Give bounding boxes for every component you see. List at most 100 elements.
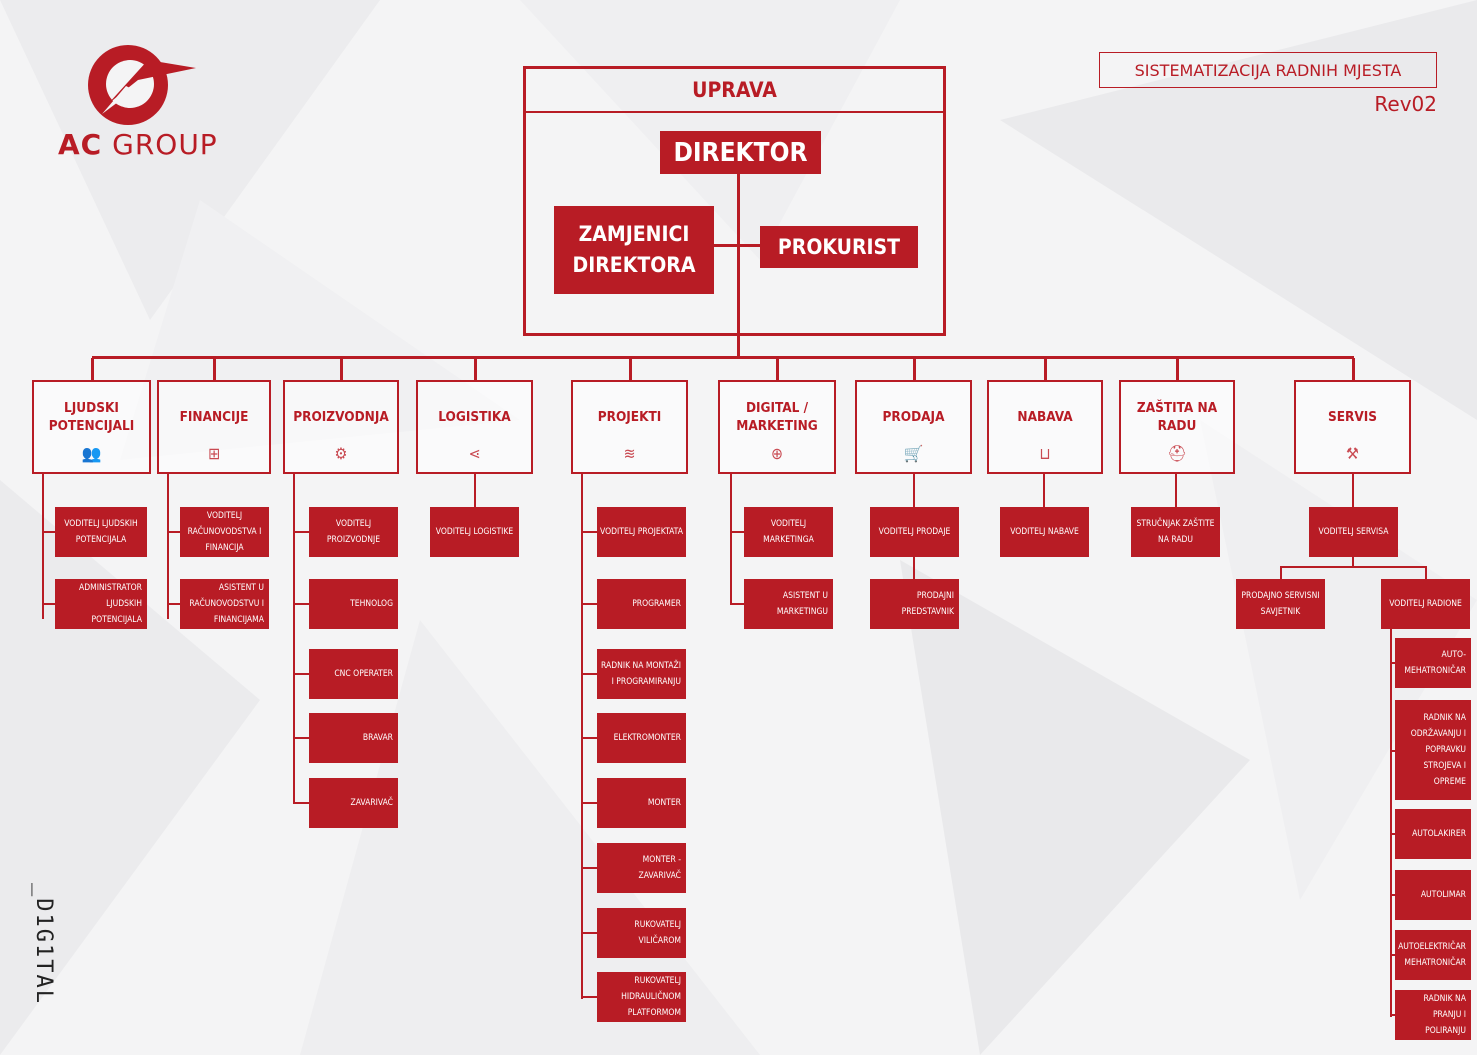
department-bus [92,356,1354,359]
role-box: ADMINISTRATOR LJUDSKIH POTENCIJALA [55,579,147,629]
role-link [913,474,915,507]
role-branch [293,802,309,804]
department-connector [1351,358,1355,380]
role-link [1425,566,1427,579]
role-branch [293,673,309,675]
role-box: VODITELJ NABAVE [1000,507,1089,557]
gears-icon: ⚙ [334,444,348,463]
role-branch [581,802,597,804]
page-title: SISTEMATIZACIJA RADNIH MJESTA [1099,52,1437,88]
department-label: PROJEKTI [597,408,662,425]
department-label: ZAŠTITA NA RADU [1136,399,1218,434]
role-box: MONTER [597,778,686,828]
role-branch [581,737,597,739]
role-box: RUKOVATELJ VILIČAROM [597,908,686,958]
department-label: DIGITAL / MARKETING [736,399,818,434]
layers-icon: ≋ [623,444,636,463]
company-logo: AC GROUP [58,40,218,170]
role-branch [581,996,597,998]
logo-text-group: GROUP [112,128,218,161]
role-box: VODITELJ PROJEKTATA [597,507,686,557]
role-box: VODITELJ LJUDSKIH POTENCIJALA [55,507,147,557]
role-link [1280,566,1282,579]
role-connector [1390,627,1392,1017]
role-branch [730,531,744,533]
cart-icon: 🛒 [903,444,924,463]
people-icon: 👥 [81,444,102,463]
role-connector [730,474,732,604]
role-connector [581,474,583,999]
department-connector [1176,358,1179,380]
role-branch [167,603,180,605]
department-box-4 [416,380,533,474]
role-link [1043,474,1045,507]
helmet-icon: ⛑ [1167,444,1188,463]
role-box: CNC OPERATER [309,649,398,699]
globe-icon: ⊕ [770,444,784,463]
role-connector [293,474,295,804]
role-box: TEHNOLOG [309,579,398,629]
logo-text-ac: AC [58,128,103,161]
prokurist-box: PROKURIST [760,226,918,268]
department-label: LOGISTIKA [438,408,511,425]
share-icon: ⋖ [468,444,481,463]
department-connector [473,358,477,380]
role-branch [42,531,55,533]
role-box: ASISTENT U MARKETINGU [744,579,833,629]
role-box: MONTER - ZAVARIVAČ [597,843,686,893]
role-branch [581,603,597,605]
digital-watermark: _D1G1TAL [31,883,56,1005]
zamjenici-box: ZAMJENICI DIREKTORA [554,206,714,294]
role-box: AUTOLAKIRER [1395,809,1471,859]
role-branch [581,932,597,934]
department-connector [340,358,343,380]
department-box-2 [157,380,271,474]
role-box: BRAVAR [309,713,398,763]
role-box: ZAVARIVAČ [309,778,398,828]
department-label: PRODAJA [882,408,945,425]
service-icon: ⚒ [1346,444,1359,463]
role-branch [293,737,309,739]
department-box-8 [987,380,1103,474]
department-label: LJUDSKI POTENCIJALI [48,399,135,434]
role-box: PROGRAMER [597,579,686,629]
role-box: AUTOELEKTRIČAR MEHATRONIČAR [1395,930,1471,980]
role-branch [581,867,597,869]
department-box-10 [1294,380,1411,474]
department-box-6 [718,380,836,474]
department-label: PROIZVODNJA [293,408,389,425]
role-box: RADNIK NA ODRŽAVANJU I POPRAVKU STROJEVA… [1395,700,1471,800]
role-box: VODITELJ RAČUNOVODSTVA I FINANCIJA [180,507,269,557]
role-branch [1390,750,1395,752]
role-box: VODITELJ PRODAJE [870,507,959,557]
department-label: NABAVA [1017,408,1073,425]
role-branch [581,673,597,675]
role-branch [293,603,309,605]
role-connector [167,474,169,619]
role-box: PRODAJNI PREDSTAVNIK [870,579,959,629]
department-box-7 [855,380,972,474]
role-branch [1390,894,1395,896]
role-box: RUKOVATELJ HIDRAULIČNOM PLATFORMOM [597,972,686,1022]
role-link [1175,474,1177,507]
role-branch [1390,833,1395,835]
role-box: AUTOLIMAR [1395,870,1471,920]
role-link [474,474,476,507]
department-connector [628,358,632,380]
role-box: VODITELJ MARKETINGA [744,507,833,557]
role-branch [42,603,55,605]
tray-icon: ⊔ [1039,444,1051,463]
role-branch [1390,954,1395,956]
role-box: RADNIK NA MONTAŽI I PROGRAMIRANJU [597,649,686,699]
role-box: VODITELJ SERVISA [1309,507,1398,557]
uprava-title: UPRAVA [692,77,777,102]
role-branch [730,603,744,605]
uprava-box [523,66,946,336]
role-branch [1280,566,1426,568]
role-branch [293,531,309,533]
logo-mark-icon [88,45,196,125]
department-label: FINANCIJE [179,408,249,425]
role-branch [1390,1014,1395,1016]
role-box: VODITELJ LOGISTIKE [430,507,519,557]
